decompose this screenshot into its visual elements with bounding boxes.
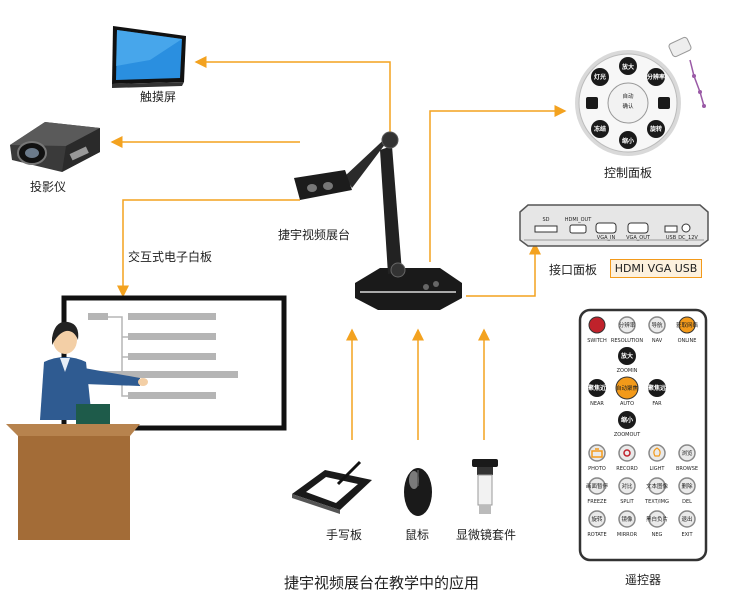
remote-key-rotate-cn: 旋转	[591, 515, 603, 523]
label-mouse: 鼠标	[405, 528, 430, 542]
control-key-resolution: 分辨率	[647, 73, 665, 81]
remote-key-zoomout-cn: 缩小	[621, 416, 633, 424]
remote-label-rotate: ROTATE	[587, 532, 606, 538]
control-key-light: 灯光	[594, 73, 606, 81]
port-label-sd: SD	[542, 217, 549, 223]
remote-label-neg: NEG	[652, 532, 663, 538]
remote-label-textimg: TEXT/IMG	[644, 499, 669, 505]
remote-label-light: LIGHT	[650, 466, 666, 472]
control-key-zoomin: 放大	[621, 63, 634, 71]
remote-key-far-cn: 聚焦远	[647, 384, 666, 392]
remote-label-switch: SWITCH	[587, 338, 607, 344]
remote-key-auto-cn: 自动聚焦	[616, 384, 639, 392]
remote-key-browse-cn: 浏览	[681, 449, 693, 457]
label-microscope: 显微镜套件	[456, 528, 517, 542]
remote-label-photo: PHOTO	[588, 466, 606, 472]
interface-ports-text: HDMI VGA USB	[614, 262, 698, 275]
remote-label-nav: NAV	[652, 338, 663, 344]
control-key-freeze: 冻结	[594, 125, 606, 133]
remote-key-textimg-cn: 文本图像	[646, 482, 669, 490]
remote-key-split-cn: 对比	[621, 482, 633, 490]
record-icon	[623, 449, 631, 457]
remote-label-del: DEL	[682, 499, 692, 505]
remote-label-zoomin: ZOOMIN	[617, 368, 638, 374]
label-whiteboard: 交互式电子白板	[128, 250, 213, 264]
control-key-zoomout: 缩小	[622, 137, 634, 145]
remote-key-mirror-cn: 镜像	[621, 515, 633, 523]
label-remote: 遥控器	[625, 573, 662, 587]
control-center-label-1: 自动	[622, 92, 634, 100]
control-center-label-2: 确认	[622, 102, 634, 110]
label-camera: 捷宇视频展台	[278, 228, 351, 242]
arrow-to-control-panel	[429, 105, 567, 262]
arrow-to-whiteboard	[117, 199, 300, 298]
remote-key-online-cn: 获取网络	[676, 321, 699, 329]
remote-key-del-cn: 删除	[681, 482, 693, 490]
remote-label-zoomout: ZOOMOUT	[614, 432, 641, 438]
remote-key-neg-cn: 黑白负片	[646, 515, 668, 523]
remote-label-far: FAR	[652, 401, 662, 407]
remote-label-exit: EXIT	[681, 532, 693, 538]
remote-label-record: RECORD	[616, 466, 638, 472]
remote-label-browse: BROWSE	[676, 466, 698, 472]
remote-key-nav-cn: 导航	[651, 321, 663, 329]
label-tablet: 手写板	[326, 528, 363, 542]
remote-label-near: NEAR	[590, 401, 604, 407]
port-label-vga-out: VGA_OUT	[626, 235, 651, 241]
interface-ports-badge: HDMI VGA USB	[610, 259, 702, 278]
remote-label-split: SPLIT	[620, 499, 634, 505]
remote-label-mirror: MIRROR	[617, 532, 638, 538]
remote-label-auto: AUTO	[620, 401, 634, 407]
port-label-vga-in: VGA_IN	[597, 235, 616, 241]
control-key-rotate: 旋转	[649, 125, 662, 133]
remote-key-resolution-cn: 分辨率	[619, 321, 636, 329]
remote-key-exit-cn: 退出	[681, 515, 692, 523]
port-label-hdmi-out: HDMI_OUT	[565, 217, 592, 223]
remote-key-freeze-cn: 画面暂停	[586, 482, 609, 490]
diagram-caption: 捷宇视频展台在教学中的应用	[284, 574, 480, 592]
label-projector: 投影仪	[30, 180, 67, 194]
photo-icon	[591, 448, 603, 458]
label-control-panel: 控制面板	[604, 166, 653, 180]
port-label-dc: DC_12V	[678, 235, 698, 241]
light-icon	[653, 447, 661, 457]
remote-label-resolution: RESOLUTION	[611, 338, 643, 344]
label-interface-panel: 接口面板	[549, 263, 598, 277]
port-label-usb: USB	[666, 235, 677, 241]
arrow-to-interface-panel	[466, 242, 541, 297]
remote-key-near-cn: 聚焦近	[587, 384, 606, 392]
remote-label-freeze: FREEZE	[587, 499, 606, 505]
remote-key-zoomin-cn: 放大	[620, 352, 633, 360]
remote-label-online: ONLINE	[678, 338, 697, 344]
label-touchscreen: 触摸屏	[140, 90, 177, 104]
